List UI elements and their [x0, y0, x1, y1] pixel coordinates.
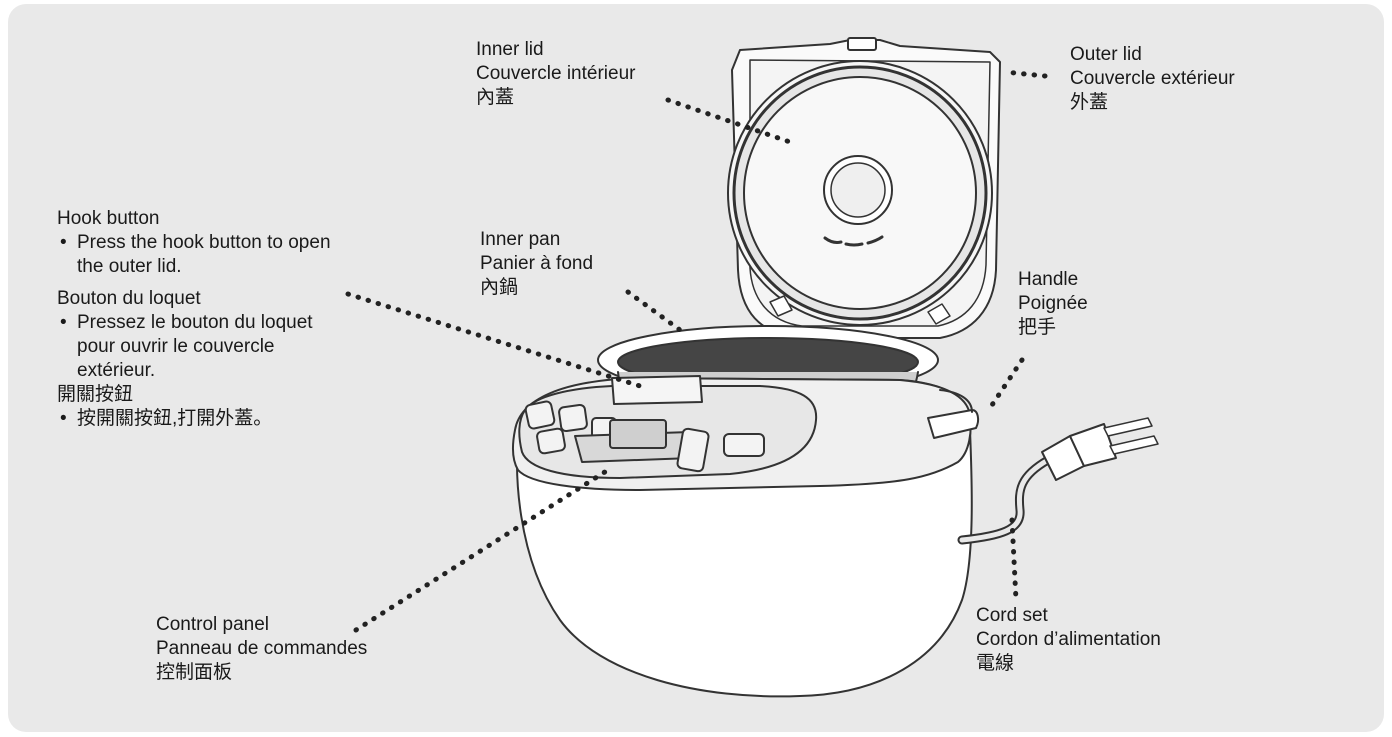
- cord-set-label: Cord set Cordon d’alimentation 電線: [976, 604, 1161, 676]
- hook-button-label: Hook button Press the hook button to ope…: [57, 207, 331, 431]
- leader-inner-pan: [625, 289, 683, 333]
- hook-button-fr-note-2: pour ouvrir le couvercle: [77, 336, 275, 357]
- control-panel-label: Control panel Panneau de commandes 控制面板: [156, 613, 367, 685]
- cooker-body-shape: [512, 375, 980, 698]
- cord-set-shape: [957, 417, 1159, 545]
- inner-lid-fr: Couvercle intérieur: [476, 63, 636, 84]
- outer-lid-en: Outer lid: [1070, 44, 1142, 65]
- leader-inner-lid: [665, 97, 793, 145]
- control-panel-zh: 控制面板: [156, 662, 233, 683]
- outer-lid-label: Outer lid Couvercle extérieur 外蓋: [1070, 43, 1235, 115]
- control-panel-fr: Panneau de commandes: [156, 638, 368, 659]
- leader-outer-lid: [1002, 69, 1048, 79]
- hook-button-fr-note-3: extérieur.: [77, 360, 156, 381]
- inner-pan-zh: 內鍋: [480, 277, 519, 298]
- cord-set-zh: 電線: [976, 653, 1015, 674]
- inner-pan-fr: Panier à fond: [480, 253, 594, 274]
- cord-set-en: Cord set: [976, 605, 1048, 626]
- leader-handle: [987, 357, 1025, 411]
- cord-set-fr: Cordon d’alimentation: [976, 629, 1161, 650]
- inner-lid-en: Inner lid: [476, 39, 544, 60]
- inner-lid-shape: [727, 60, 993, 326]
- hook-button-en-note-1: Press the hook button to open: [57, 231, 331, 255]
- leader-cord-set: [1009, 517, 1019, 603]
- hook-button-en: Hook button: [57, 208, 160, 229]
- handle-fr: Poignée: [1018, 293, 1088, 314]
- outer-lid-fr: Couvercle extérieur: [1070, 68, 1235, 89]
- handle-label: Handle Poignée 把手: [1018, 268, 1088, 340]
- leader-lines: [345, 69, 1048, 633]
- inner-pan-label: Inner pan Panier à fond 內鍋: [480, 228, 593, 300]
- hook-button-fr-note-1: Pressez le bouton du loquet: [57, 311, 331, 335]
- inner-lid-zh: 內蓋: [476, 87, 515, 108]
- hook-button-en-note-2: the outer lid.: [77, 256, 182, 277]
- control-panel-en: Control panel: [156, 614, 270, 635]
- handle-en: Handle: [1018, 269, 1079, 290]
- hook-button-fr: Bouton du loquet: [57, 288, 201, 309]
- hook-button-zh-note: 按開關按鈕,打開外蓋。: [57, 407, 331, 431]
- leader-hook-button: [345, 291, 643, 389]
- leader-control-panel: [353, 467, 611, 633]
- inner-pan-en: Inner pan: [480, 229, 561, 250]
- inner-lid-label: Inner lid Couvercle intérieur 內蓋: [476, 38, 635, 110]
- hook-button-zh: 開關按鈕: [57, 384, 134, 405]
- handle-zh: 把手: [1018, 317, 1057, 338]
- outer-lid-zh: 外蓋: [1070, 92, 1109, 113]
